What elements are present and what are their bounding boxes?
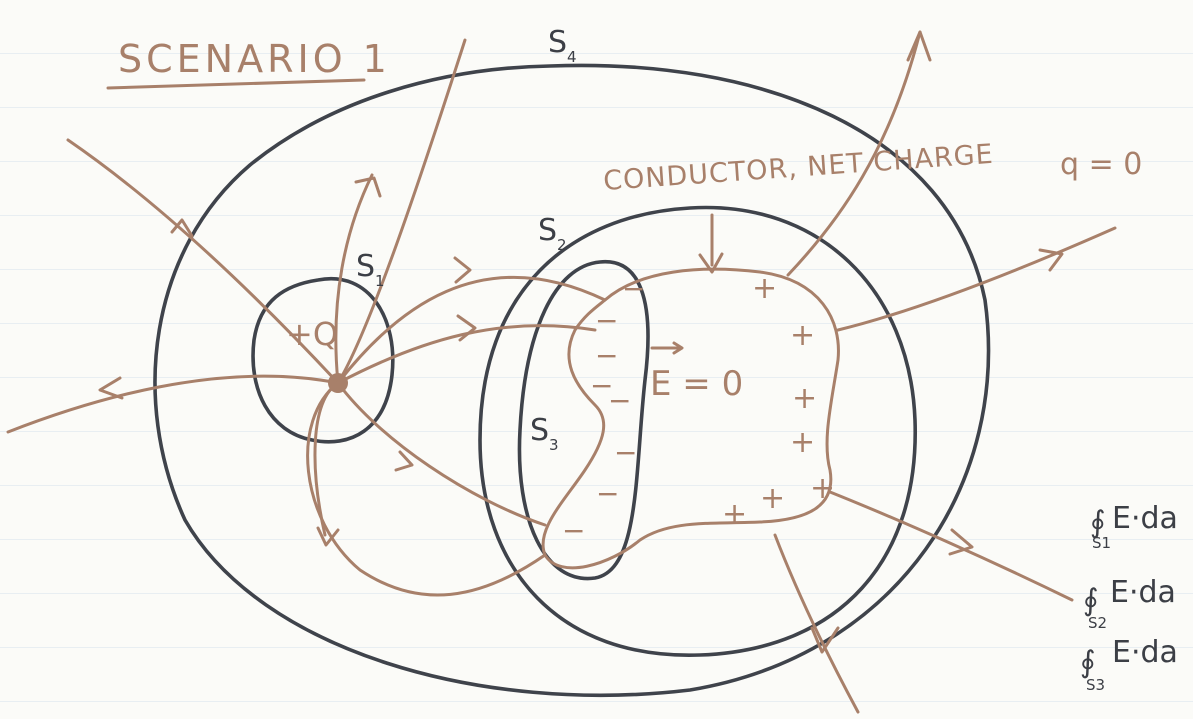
svg-text:E·da: E·da bbox=[1110, 575, 1176, 610]
svg-text:−: − bbox=[590, 369, 613, 402]
integral-s3: ∮ S3 E·da bbox=[1080, 635, 1178, 694]
field-arrowheads bbox=[98, 30, 1064, 654]
integral-s1: ∮ S1 E·da bbox=[1090, 501, 1178, 552]
svg-text:E·da: E·da bbox=[1112, 501, 1178, 536]
svg-text:S1: S1 bbox=[1092, 534, 1111, 552]
svg-text:−: − bbox=[614, 436, 637, 469]
positive-charges: + + + + + + + bbox=[722, 271, 835, 532]
scenario-title: SCENARIO 1 bbox=[118, 37, 391, 81]
svg-text:∮: ∮ bbox=[1080, 645, 1096, 680]
svg-text:+: + bbox=[760, 481, 785, 516]
surface-s3 bbox=[517, 260, 650, 581]
svg-text:−: − bbox=[562, 514, 585, 547]
svg-text:S2: S2 bbox=[1088, 614, 1107, 632]
conductor-charge: q = 0 bbox=[1060, 147, 1142, 182]
label-s4: S4 bbox=[548, 25, 577, 66]
svg-text:+: + bbox=[792, 381, 817, 416]
label-s2: S2 bbox=[538, 213, 567, 254]
title-underline bbox=[106, 78, 366, 90]
svg-text:−: − bbox=[608, 384, 631, 417]
label-s3: S3 bbox=[530, 413, 559, 454]
vector-arrow-over-e bbox=[650, 341, 684, 355]
svg-text:−: − bbox=[595, 304, 618, 337]
svg-text:S3: S3 bbox=[1086, 676, 1105, 694]
svg-text:+: + bbox=[752, 271, 777, 306]
svg-text:E·da: E·da bbox=[1112, 635, 1178, 670]
svg-text:+: + bbox=[810, 471, 835, 506]
surface-s2 bbox=[478, 205, 917, 657]
label-s1: S1 bbox=[356, 249, 385, 290]
conductor-outline bbox=[541, 267, 840, 570]
charge-label: +Q bbox=[286, 315, 338, 353]
surface-s1 bbox=[251, 276, 395, 444]
svg-text:∮: ∮ bbox=[1083, 583, 1099, 618]
surface-s4 bbox=[153, 63, 991, 697]
svg-text:−: − bbox=[595, 339, 618, 372]
flux-integrals: ∮ S1 E·da ∮ S2 E·da ∮ S3 E·da bbox=[1080, 501, 1178, 694]
svg-text:−: − bbox=[622, 272, 645, 305]
svg-text:+: + bbox=[790, 318, 815, 353]
svg-text:+: + bbox=[722, 497, 747, 532]
field-lines bbox=[6, 30, 1117, 714]
svg-text:+: + bbox=[790, 425, 815, 460]
integral-s2: ∮ S2 E·da bbox=[1083, 575, 1176, 632]
svg-text:−: − bbox=[596, 477, 619, 510]
svg-text:∮: ∮ bbox=[1090, 505, 1106, 540]
conductor-label: CONDUCTOR, NET CHARGE bbox=[602, 139, 994, 197]
field-inside-label: E = 0 bbox=[650, 364, 743, 404]
negative-charges: − − − − − − − − bbox=[562, 272, 645, 547]
